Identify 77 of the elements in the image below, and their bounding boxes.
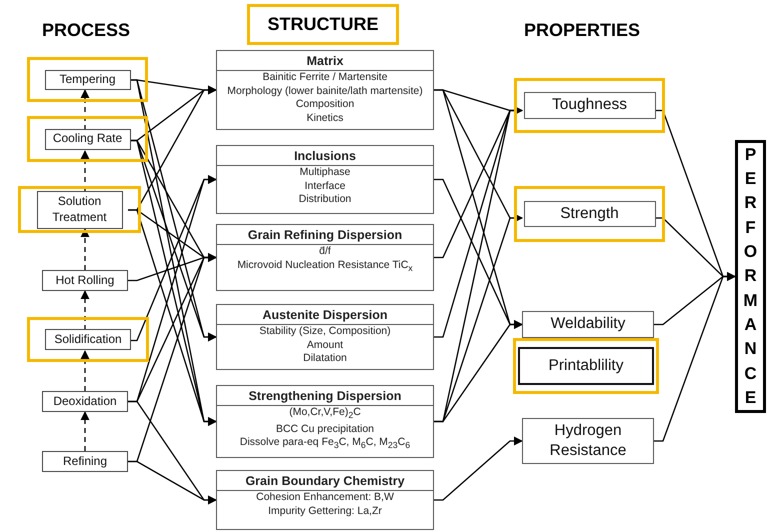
node-label: STRUCTURE bbox=[268, 14, 378, 35]
body-text: Morphology (lower bainite/lath martensite) bbox=[226, 84, 424, 98]
body-text: Distribution bbox=[298, 193, 352, 206]
structure-box bbox=[216, 470, 434, 530]
dashed-arrow bbox=[80, 89, 90, 130]
node-label: Deoxidation bbox=[53, 394, 117, 410]
node-label: Cooling Rate bbox=[52, 131, 122, 147]
column-heading: PROCESS bbox=[42, 20, 130, 41]
node-label: Toughness bbox=[552, 95, 627, 116]
property-box bbox=[522, 418, 654, 464]
process-box bbox=[44, 70, 130, 90]
highlight-frame bbox=[27, 116, 148, 162]
body-text: Composition bbox=[294, 98, 356, 112]
highlight-frame bbox=[514, 186, 665, 242]
structure-box bbox=[216, 304, 434, 370]
structure-box bbox=[216, 50, 434, 130]
body-text: BCC Cu precipitation bbox=[274, 422, 376, 436]
dashed-arrow bbox=[80, 290, 90, 330]
process-box bbox=[45, 329, 131, 350]
dashed-arrow bbox=[80, 228, 90, 270]
body-text: Multiphase bbox=[298, 166, 352, 180]
structure-box bbox=[216, 224, 434, 291]
dashed-arrow bbox=[80, 350, 90, 391]
body-text: d̄/f bbox=[318, 245, 332, 258]
body-text: Amount bbox=[306, 338, 344, 352]
process-box bbox=[42, 451, 128, 472]
highlight-frame bbox=[27, 317, 149, 362]
arrow bbox=[654, 272, 736, 442]
section-title: Inclusions bbox=[217, 146, 433, 166]
node-label: Printablility bbox=[548, 356, 624, 376]
performance-box bbox=[735, 140, 766, 413]
dashed-arrow bbox=[80, 411, 90, 451]
node-label: Weldability bbox=[550, 314, 626, 334]
structure-box bbox=[216, 145, 434, 214]
section-title: Matrix bbox=[217, 51, 433, 71]
column-heading: PROPERTIES bbox=[524, 20, 640, 41]
body-text: (Mo,Cr,V,Fe)$_{2}$C bbox=[288, 406, 362, 422]
body-text: Cohesion Enhancement: B,W bbox=[255, 491, 395, 504]
node-label: Solidification bbox=[54, 332, 122, 348]
property-box bbox=[524, 201, 656, 227]
node-label: Hydrogen Resistance bbox=[548, 420, 628, 461]
dashed-arrow bbox=[80, 150, 90, 191]
node-label: PERFORMANCE bbox=[742, 144, 759, 409]
section-heading bbox=[247, 4, 399, 45]
body-text: Kinetics bbox=[306, 112, 344, 125]
property-box bbox=[522, 311, 654, 338]
highlight-frame bbox=[514, 78, 665, 133]
section-title: Strengthening Dispersion bbox=[217, 386, 433, 406]
process-box bbox=[42, 270, 128, 291]
body-text: Bainitic Ferrite / Martensite bbox=[262, 71, 388, 84]
body-text: Stability (Size, Composition) bbox=[258, 325, 392, 338]
highlight-frame bbox=[27, 57, 148, 102]
arrow bbox=[434, 436, 523, 501]
process-box bbox=[42, 391, 128, 412]
body-text: Dissolve para-eq Fe$_{3}$C, M$_{6}$C, M$_{23}$C$_{6}$ bbox=[238, 436, 412, 452]
body-text: Impurity Gettering: La,Zr bbox=[267, 504, 383, 518]
node-label: Tempering bbox=[59, 72, 116, 88]
body-text: Dilatation bbox=[302, 352, 348, 366]
process-box bbox=[44, 128, 130, 150]
body-text: Interface bbox=[304, 180, 346, 193]
section-title: Grain Boundary Chemistry bbox=[217, 471, 433, 491]
arrow bbox=[434, 320, 523, 422]
node-label: Hot Rolling bbox=[56, 272, 114, 288]
highlight-frame bbox=[18, 186, 141, 233]
structure-box bbox=[216, 385, 434, 458]
section-title: Grain Refining Dispersion bbox=[217, 225, 433, 245]
property-box bbox=[524, 92, 656, 119]
body-text: Microvoid Nucleation Resistance TiC$_{x}$ bbox=[236, 258, 414, 275]
node-label: Refining bbox=[62, 454, 108, 470]
highlight-frame bbox=[513, 338, 659, 394]
arrow bbox=[128, 209, 217, 426]
node-label: Solution Treatment bbox=[51, 194, 108, 226]
section-title: Austenite Dispersion bbox=[217, 305, 433, 325]
property-box bbox=[518, 347, 654, 385]
process-box bbox=[36, 190, 122, 228]
node-label: Strength bbox=[560, 204, 619, 224]
arrow bbox=[128, 460, 217, 504]
